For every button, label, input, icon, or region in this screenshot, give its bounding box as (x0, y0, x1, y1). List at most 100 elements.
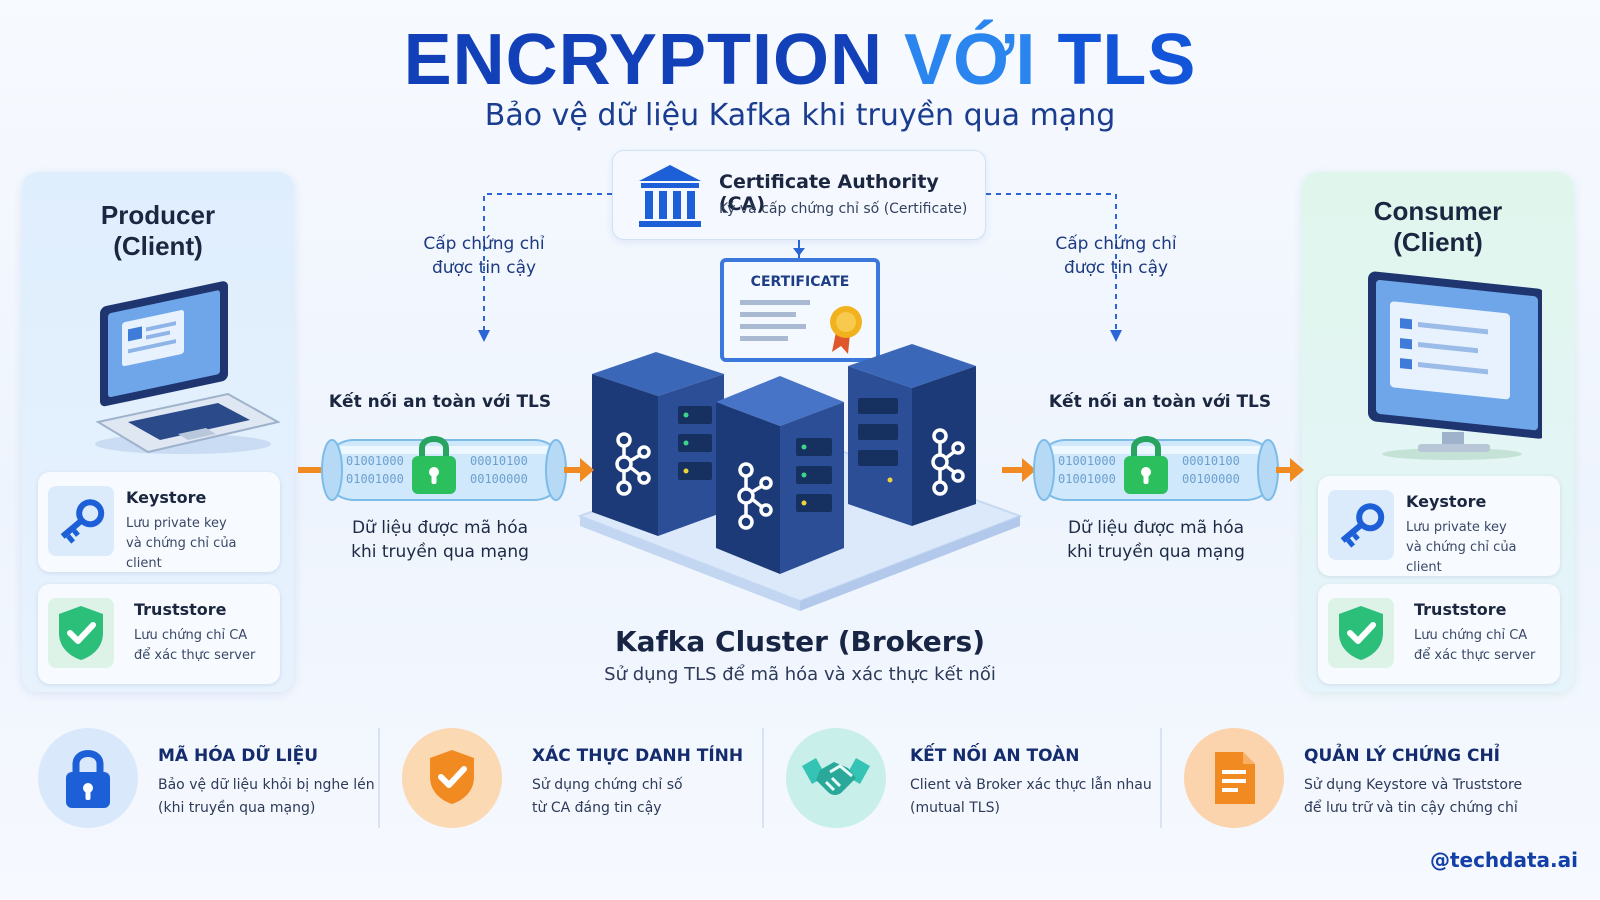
shield-check-icon (1328, 598, 1394, 668)
cluster-title: Kafka Cluster (Brokers) (614, 625, 986, 658)
feature-secure-connection-desc: Client và Broker xác thực lẫn nhau (mutu… (910, 774, 1160, 820)
cluster-subtitle: Sử dụng TLS để mã hóa và xác thực kết nố… (604, 664, 996, 685)
page-title: ENCRYPTION VỚI TLS (0, 18, 1600, 102)
kafka-logo-icon (931, 428, 965, 496)
kafka-logo-icon (615, 432, 651, 496)
right-bits-3: 00010100 (1182, 454, 1240, 468)
feature-cert-management-desc-line2: để lưu trữ và tin cậy chứng chỉ (1304, 800, 1518, 816)
producer-keystore-desc-line2: và chứng chỉ của client (126, 536, 237, 571)
producer-panel: Producer (Client) (22, 172, 294, 692)
ca-title: Certificate Authority (CA) (719, 171, 939, 215)
producer-truststore-desc-line2: để xác thực server (134, 648, 256, 663)
title-part-encryption: ENCRYPTION (403, 20, 883, 100)
feature-divider (378, 728, 380, 828)
producer-truststore-title: Truststore (134, 600, 227, 619)
right-link-desc-line2: khi truyền qua mạng (1067, 542, 1245, 562)
feature-divider (762, 728, 764, 828)
producer-keystore-desc: Lưu private key và chứng chỉ của client (126, 514, 276, 574)
left-link-title: Kết nối an toàn với TLS (328, 392, 552, 412)
right-bits-1: 01001000 (1058, 454, 1116, 468)
document-icon (1184, 728, 1284, 828)
feature-authentication-desc: Sử dụng chứng chỉ số từ CA đáng tin cậy (532, 774, 772, 820)
feature-secure-connection-title: KẾT NỐI AN TOÀN (910, 746, 1080, 766)
consumer-title-line1: Consumer (1373, 196, 1503, 226)
consumer-keystore-card: Keystore Lưu private key và chứng chỉ củ… (1318, 476, 1560, 576)
left-bits-1: 01001000 (346, 454, 404, 468)
feature-authentication-desc-line2: từ CA đáng tin cậy (532, 800, 662, 816)
title-part-tls: TLS (1057, 20, 1197, 100)
server-icon (848, 344, 976, 526)
server-icon (592, 352, 724, 536)
consumer-truststore-card: Truststore Lưu chứng chỉ CA để xác thực … (1318, 584, 1560, 684)
lock-icon (412, 436, 456, 494)
feature-cert-management-desc-line1: Sử dụng Keystore và Truststore (1304, 777, 1523, 793)
right-bits-4: 00100000 (1182, 472, 1240, 486)
feature-cert-management-title: QUẢN LÝ CHỨNG CHỈ (1304, 746, 1501, 766)
consumer-keystore-title: Keystore (1406, 492, 1487, 511)
server-icon (716, 376, 844, 574)
ca-right-label-line1: Cấp chứng chỉ (1055, 234, 1177, 254)
left-link-desc-line2: khi truyền qua mạng (351, 542, 529, 562)
shield-check-icon (48, 598, 114, 668)
feature-encryption-title: MÃ HÓA DỮ LIỆU (158, 746, 319, 766)
consumer-truststore-desc-line2: để xác thực server (1414, 648, 1536, 663)
left-bits-3: 00010100 (470, 454, 528, 468)
lock-icon (1124, 436, 1168, 494)
consumer-truststore-desc-line1: Lưu chứng chỉ CA (1414, 628, 1528, 643)
left-link-desc: Dữ liệu được mã hóa khi truyền qua mạng (330, 516, 550, 564)
certificate-authority-box: Certificate Authority (CA) Ký và cấp chứ… (612, 150, 986, 240)
left-bits-2: 01001000 (346, 472, 404, 486)
feature-authentication-title: XÁC THỰC DANH TÍNH (532, 746, 744, 766)
producer-truststore-desc-line1: Lưu chứng chỉ CA (134, 628, 248, 643)
key-icon (1328, 490, 1394, 560)
right-bits-2: 01001000 (1058, 472, 1116, 486)
producer-title: Producer (Client) (22, 200, 294, 262)
left-tls-tube: 01001000 01001000 00010100 00100000 (298, 436, 594, 501)
lock-icon (38, 728, 138, 828)
right-link-title: Kết nối an toàn với TLS (1048, 392, 1272, 412)
consumer-title: Consumer (Client) (1302, 196, 1574, 258)
ca-left-label-line2: được tin cậy (431, 258, 537, 278)
ca-left-label-line1: Cấp chứng chỉ (423, 234, 545, 254)
producer-title-line1: Producer (100, 200, 216, 230)
feature-encryption-desc-line2: (khi truyền qua mạng) (158, 800, 316, 816)
feature-secure-connection-desc-line2: (mutual TLS) (910, 800, 1000, 816)
monitor-icon (1368, 271, 1542, 460)
producer-keystore-title: Keystore (126, 488, 207, 507)
kafka-cluster-illustration: CERTIFICATE (577, 258, 1023, 611)
right-link-desc: Dữ liệu được mã hóa khi truyền qua mạng (1046, 516, 1266, 564)
certificate-icon: CERTIFICATE (720, 258, 880, 362)
consumer-panel: Consumer (Client) Keystore (1302, 172, 1574, 692)
laptop-icon (95, 281, 281, 454)
consumer-keystore-desc: Lưu private key và chứng chỉ của client (1406, 518, 1556, 578)
right-tls-tube: 01001000 01001000 00010100 00100000 (1002, 436, 1304, 501)
feature-cert-management-desc: Sử dụng Keystore và Truststore để lưu tr… (1304, 774, 1554, 820)
key-icon (48, 486, 114, 556)
ca-left-label: Cấp chứng chỉ được tin cậy (404, 232, 564, 280)
consumer-keystore-desc-line1: Lưu private key (1406, 520, 1507, 535)
consumer-truststore-desc: Lưu chứng chỉ CA để xác thực server (1414, 626, 1564, 666)
ca-right-label: Cấp chứng chỉ được tin cậy (1036, 232, 1196, 280)
consumer-title-line2: (Client) (1393, 227, 1483, 257)
feature-encryption-desc: Bảo vệ dữ liệu khỏi bị nghe lén (khi tru… (158, 774, 398, 820)
producer-keystore-desc-line1: Lưu private key (126, 516, 227, 531)
feature-divider (1160, 728, 1162, 828)
bank-icon (639, 165, 701, 227)
producer-keystore-card: Keystore Lưu private key và chứng chỉ củ… (38, 472, 280, 572)
feature-encryption-desc-line1: Bảo vệ dữ liệu khỏi bị nghe lén (158, 777, 375, 793)
ca-right-label-line2: được tin cậy (1063, 258, 1169, 278)
producer-truststore-card: Truststore Lưu chứng chỉ CA để xác thực … (38, 584, 280, 684)
feature-authentication-desc-line1: Sử dụng chứng chỉ số (532, 777, 683, 793)
kafka-logo-icon (737, 462, 773, 530)
ca-desc: Ký và cấp chứng chỉ số (Certificate) (719, 201, 968, 217)
consumer-keystore-desc-line2: và chứng chỉ của client (1406, 540, 1517, 575)
consumer-truststore-title: Truststore (1414, 600, 1507, 619)
producer-truststore-desc: Lưu chứng chỉ CA để xác thực server (134, 626, 284, 666)
author-handle: @techdata.ai (1429, 848, 1578, 872)
left-link-desc-line1: Dữ liệu được mã hóa (351, 518, 529, 538)
shield-check-icon (402, 728, 502, 828)
feature-secure-connection-desc-line1: Client và Broker xác thực lẫn nhau (910, 777, 1152, 793)
right-link-desc-line1: Dữ liệu được mã hóa (1067, 518, 1245, 538)
producer-title-line2: (Client) (113, 231, 203, 261)
